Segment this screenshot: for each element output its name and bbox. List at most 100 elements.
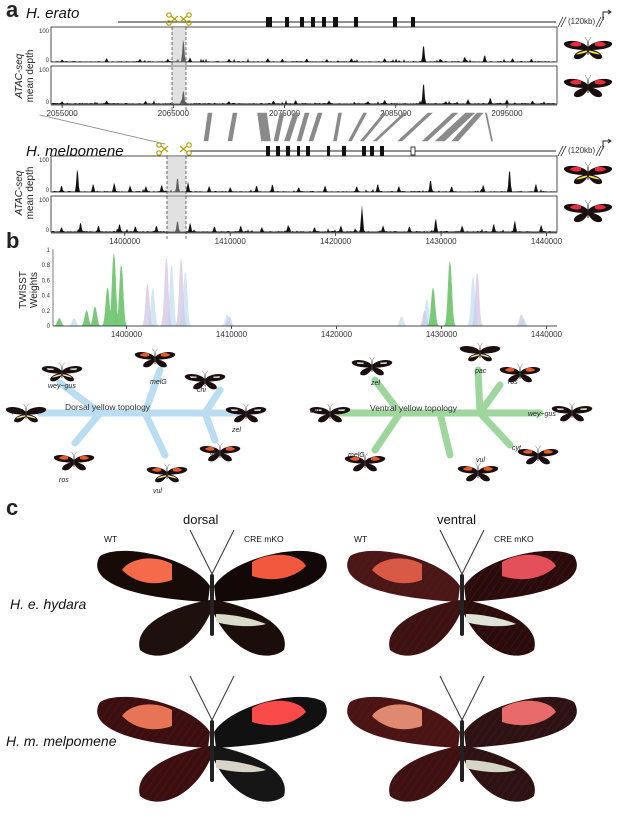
ylabel-line2: mean depth bbox=[25, 50, 36, 103]
crispr-highlight bbox=[167, 156, 186, 232]
body bbox=[204, 374, 206, 386]
butterfly-taxon bbox=[551, 402, 593, 422]
butterfly-taxon bbox=[199, 442, 241, 462]
exon bbox=[342, 146, 346, 156]
hydara-dorsal-cre bbox=[214, 550, 327, 656]
wt-label-dorsal: WT bbox=[104, 534, 117, 544]
butterfly-taxon bbox=[5, 403, 47, 423]
butterfly-taxon bbox=[225, 403, 267, 423]
left-white-band bbox=[556, 408, 564, 410]
hindwing bbox=[214, 746, 285, 802]
taxon-label: pac bbox=[11, 408, 24, 415]
twisst-ylabel-line1: TWISST bbox=[18, 271, 29, 309]
twisst-axis-tick-label: 1410000 bbox=[216, 330, 248, 339]
right-hindwing bbox=[246, 413, 258, 423]
ventral-topology: Ventral yellow topology bbox=[336, 366, 544, 459]
synteny-link bbox=[284, 112, 299, 142]
taxon-label: chi bbox=[310, 408, 319, 415]
erato-axis-tick-label: 2075000 bbox=[269, 109, 301, 118]
body bbox=[364, 456, 366, 468]
antennae bbox=[202, 370, 208, 376]
synteny-link bbox=[333, 112, 342, 142]
body bbox=[166, 467, 168, 479]
right-hindwing bbox=[167, 473, 179, 483]
melpomene-atac-ylabel: ATAC-seq mean depth bbox=[14, 167, 36, 220]
melpomene-track-lower-ytick-min: 0 bbox=[46, 228, 50, 234]
right-yellow-bar bbox=[62, 374, 73, 378]
antennae bbox=[152, 348, 158, 354]
scissors-icon bbox=[179, 142, 192, 156]
left-hindwing bbox=[526, 455, 538, 465]
exon bbox=[286, 146, 290, 156]
taxon-label: vul bbox=[153, 488, 162, 495]
melpomene-axis-tick-label: 1410000 bbox=[215, 237, 247, 246]
antennae bbox=[71, 451, 77, 457]
body bbox=[245, 407, 247, 419]
right-band bbox=[525, 367, 536, 372]
left-band bbox=[570, 41, 581, 47]
topology-taxa: wey~gusmelGchizelcytvulrospaczelpacroswe… bbox=[5, 342, 593, 495]
right-hindwing bbox=[365, 462, 377, 472]
left-band bbox=[570, 166, 581, 172]
right-white-band bbox=[254, 409, 262, 411]
right-band bbox=[225, 446, 236, 451]
exon bbox=[380, 146, 384, 156]
butterfly-taxon bbox=[351, 356, 393, 376]
left-hindwing bbox=[234, 413, 246, 423]
right-band bbox=[483, 466, 494, 471]
synteny-link bbox=[434, 112, 476, 142]
body bbox=[537, 449, 539, 461]
panel-label-c: c bbox=[6, 495, 18, 520]
body bbox=[587, 42, 589, 55]
synteny-link bbox=[397, 112, 433, 142]
crispr-butterflies bbox=[97, 529, 577, 802]
scissors-icon bbox=[156, 142, 169, 156]
right-band bbox=[370, 456, 381, 461]
twisst-ytick: 0.2 bbox=[42, 309, 51, 315]
body bbox=[154, 352, 156, 364]
erato-axis-tick-label: 2065000 bbox=[158, 109, 190, 118]
antennae bbox=[243, 403, 249, 409]
left-band bbox=[349, 456, 360, 461]
right-yellow-bar bbox=[589, 175, 600, 180]
white-bar bbox=[466, 760, 516, 773]
antennae bbox=[164, 463, 170, 469]
left-hindwing bbox=[573, 49, 588, 60]
antennae bbox=[477, 342, 483, 348]
ylabel-line1: ATAC-seq bbox=[14, 170, 25, 216]
hindwing bbox=[214, 600, 285, 656]
erato-atac-ylabel: ATAC-seq mean depth bbox=[14, 50, 36, 103]
left-band bbox=[139, 352, 150, 357]
erato-gene-track: H. erato (120kb) bbox=[26, 5, 612, 28]
wing-veins bbox=[139, 746, 210, 802]
synteny-links bbox=[39, 112, 493, 145]
twisst-series bbox=[53, 258, 557, 327]
twisst-axis-tick-label: 1440000 bbox=[531, 330, 563, 339]
twisst-ylabel: TWISST Weights bbox=[18, 271, 40, 309]
butterfly-taxon bbox=[459, 342, 501, 362]
left-forewing bbox=[459, 346, 480, 354]
taxon-label: wey~gus bbox=[48, 383, 76, 390]
ventral-heading: ventral bbox=[437, 512, 476, 527]
wt-label-ventral: WT bbox=[354, 534, 367, 544]
left-hindwing bbox=[14, 413, 26, 423]
left-band bbox=[570, 79, 581, 85]
melpomene-dorsal-cre bbox=[214, 696, 327, 802]
hydara-ventral-cre bbox=[464, 550, 577, 656]
antennae bbox=[362, 452, 368, 458]
erato-track-upper-frame bbox=[50, 26, 558, 63]
taxon-label: cyt bbox=[210, 450, 220, 457]
left-hindwing bbox=[62, 461, 74, 471]
red-band bbox=[372, 558, 422, 584]
erato-exons bbox=[266, 17, 415, 27]
dorsal-heading: dorsal bbox=[183, 512, 219, 527]
row-label-hydara: H. e. hydara bbox=[10, 596, 86, 612]
left-hindwing bbox=[468, 352, 480, 362]
red-band bbox=[502, 700, 556, 726]
left-hindwing bbox=[193, 380, 205, 390]
right-white-band bbox=[380, 362, 388, 364]
taxon-label: cyt bbox=[512, 445, 522, 452]
